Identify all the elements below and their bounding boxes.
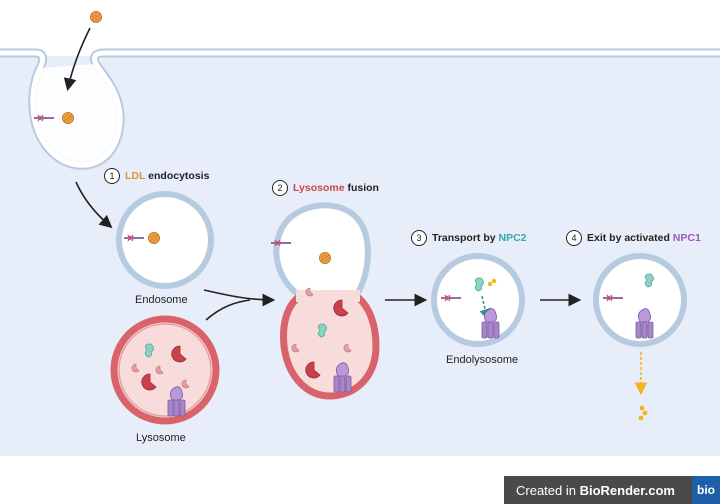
plasma-membrane (0, 48, 720, 170)
endolysosome-label: Endolysosome (446, 354, 519, 366)
step-4-number: 4 (566, 230, 582, 246)
step-3-label: 3 Transport by NPC2 (411, 230, 527, 246)
lysosome-label: Lysosome (136, 432, 186, 444)
step-2-number: 2 (272, 180, 288, 196)
badge-text: Created in BioRender.com (504, 483, 692, 498)
biorender-logo-icon: bio (692, 476, 720, 504)
fusion-arrow-endosome (203, 289, 276, 307)
endosome-label: Endosome (135, 294, 188, 306)
endolysosome (431, 253, 525, 347)
step-1-label: 1 LDL endocytosis (104, 168, 209, 184)
step-4-highlight: NPC1 (672, 232, 701, 244)
fusion-arrow-lysosome (205, 299, 251, 321)
endocytosis-arrow (75, 181, 113, 229)
fusion-vesicle (270, 202, 380, 400)
step-1-text: endocytosis (145, 170, 210, 182)
step-1-number: 1 (104, 168, 120, 184)
badge-prefix: Created in (516, 482, 580, 498)
step-4-label: 4 Exit by activated NPC1 (566, 230, 701, 246)
step-3-number: 3 (411, 230, 427, 246)
endosome (116, 191, 214, 289)
step-2-text: fusion (344, 182, 379, 194)
exit-vesicle (593, 253, 687, 421)
step-3-highlight: NPC2 (498, 232, 527, 244)
uptake-arrow (63, 27, 91, 92)
step-2-highlight: Lysosome (293, 182, 345, 194)
step-1-highlight: LDL (125, 170, 146, 182)
step-3-text: Transport by (432, 232, 499, 244)
biorender-badge[interactable]: Created in BioRender.com bio (504, 476, 720, 504)
step-4-text: Exit by activated (587, 232, 673, 244)
ldl-particle-extracellular (90, 11, 102, 23)
step-2-label: 2 Lysosome fusion (272, 180, 379, 196)
lysosome (110, 315, 220, 425)
badge-brand: BioRender.com (579, 482, 675, 498)
